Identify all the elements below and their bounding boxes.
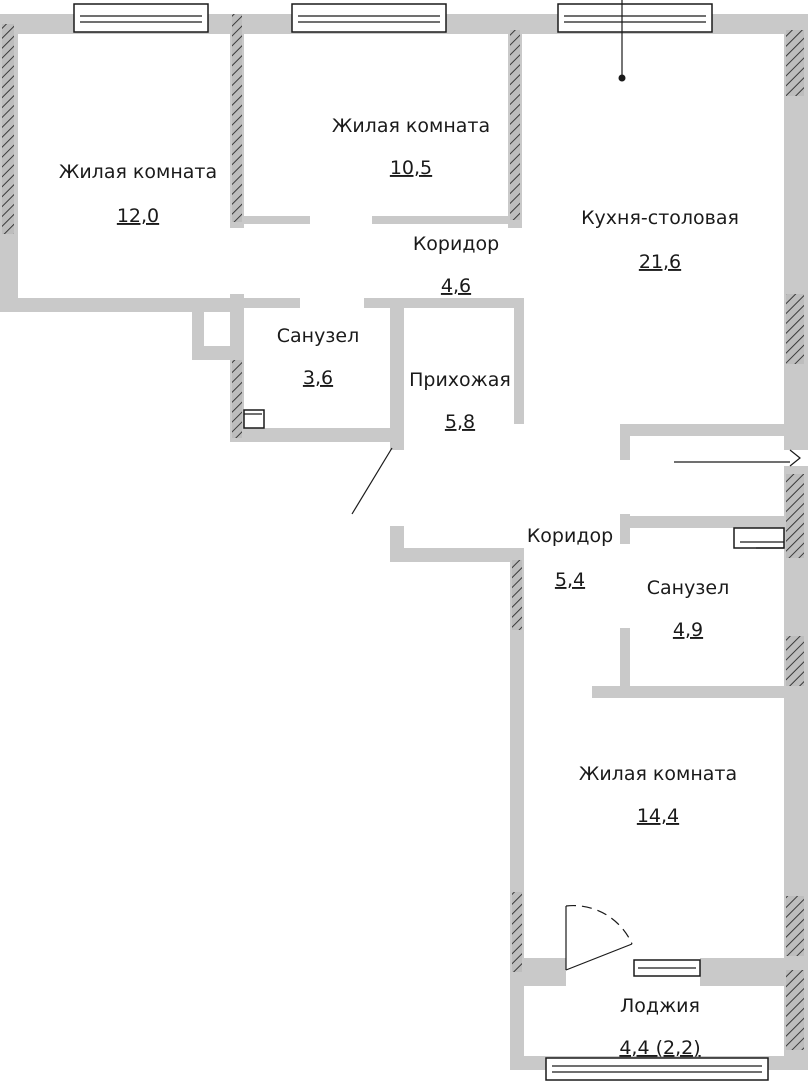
room-name-living2: Жилая комната — [332, 115, 490, 137]
room-labels: Жилая комната 12,0 Жилая комната 10,5 Ку… — [59, 115, 739, 1059]
doors — [351, 447, 633, 971]
room-area-corridor2: 5,4 — [555, 569, 585, 591]
room-name-hall: Прихожая — [409, 369, 511, 391]
room-name-bath1: Санузел — [277, 325, 360, 347]
room-area-bath1: 3,6 — [303, 367, 333, 389]
room-area-corridor1: 4,6 — [441, 275, 471, 297]
room-name-kitchen: Кухня-столовая — [581, 207, 739, 229]
room-area-loggia: 4,4 (2,2) — [619, 1037, 700, 1059]
room-name-living3: Жилая комната — [579, 763, 737, 785]
room-name-living1: Жилая комната — [59, 161, 217, 183]
room-name-bath2: Санузел — [647, 577, 730, 599]
fixtures — [243, 0, 801, 549]
room-area-living2: 10,5 — [390, 157, 432, 179]
room-name-corridor1: Коридор — [413, 233, 499, 255]
room-name-loggia: Лоджия — [620, 995, 700, 1017]
room-area-living1: 12,0 — [117, 205, 159, 227]
room-area-living3: 14,4 — [637, 805, 679, 827]
room-area-kitchen: 21,6 — [639, 251, 681, 273]
windows — [73, 3, 769, 1081]
hatched-walls — [2, 14, 804, 1050]
room-area-hall: 5,8 — [445, 411, 475, 433]
room-area-bath2: 4,9 — [673, 619, 703, 641]
room-name-corridor2: Коридор — [527, 525, 613, 547]
